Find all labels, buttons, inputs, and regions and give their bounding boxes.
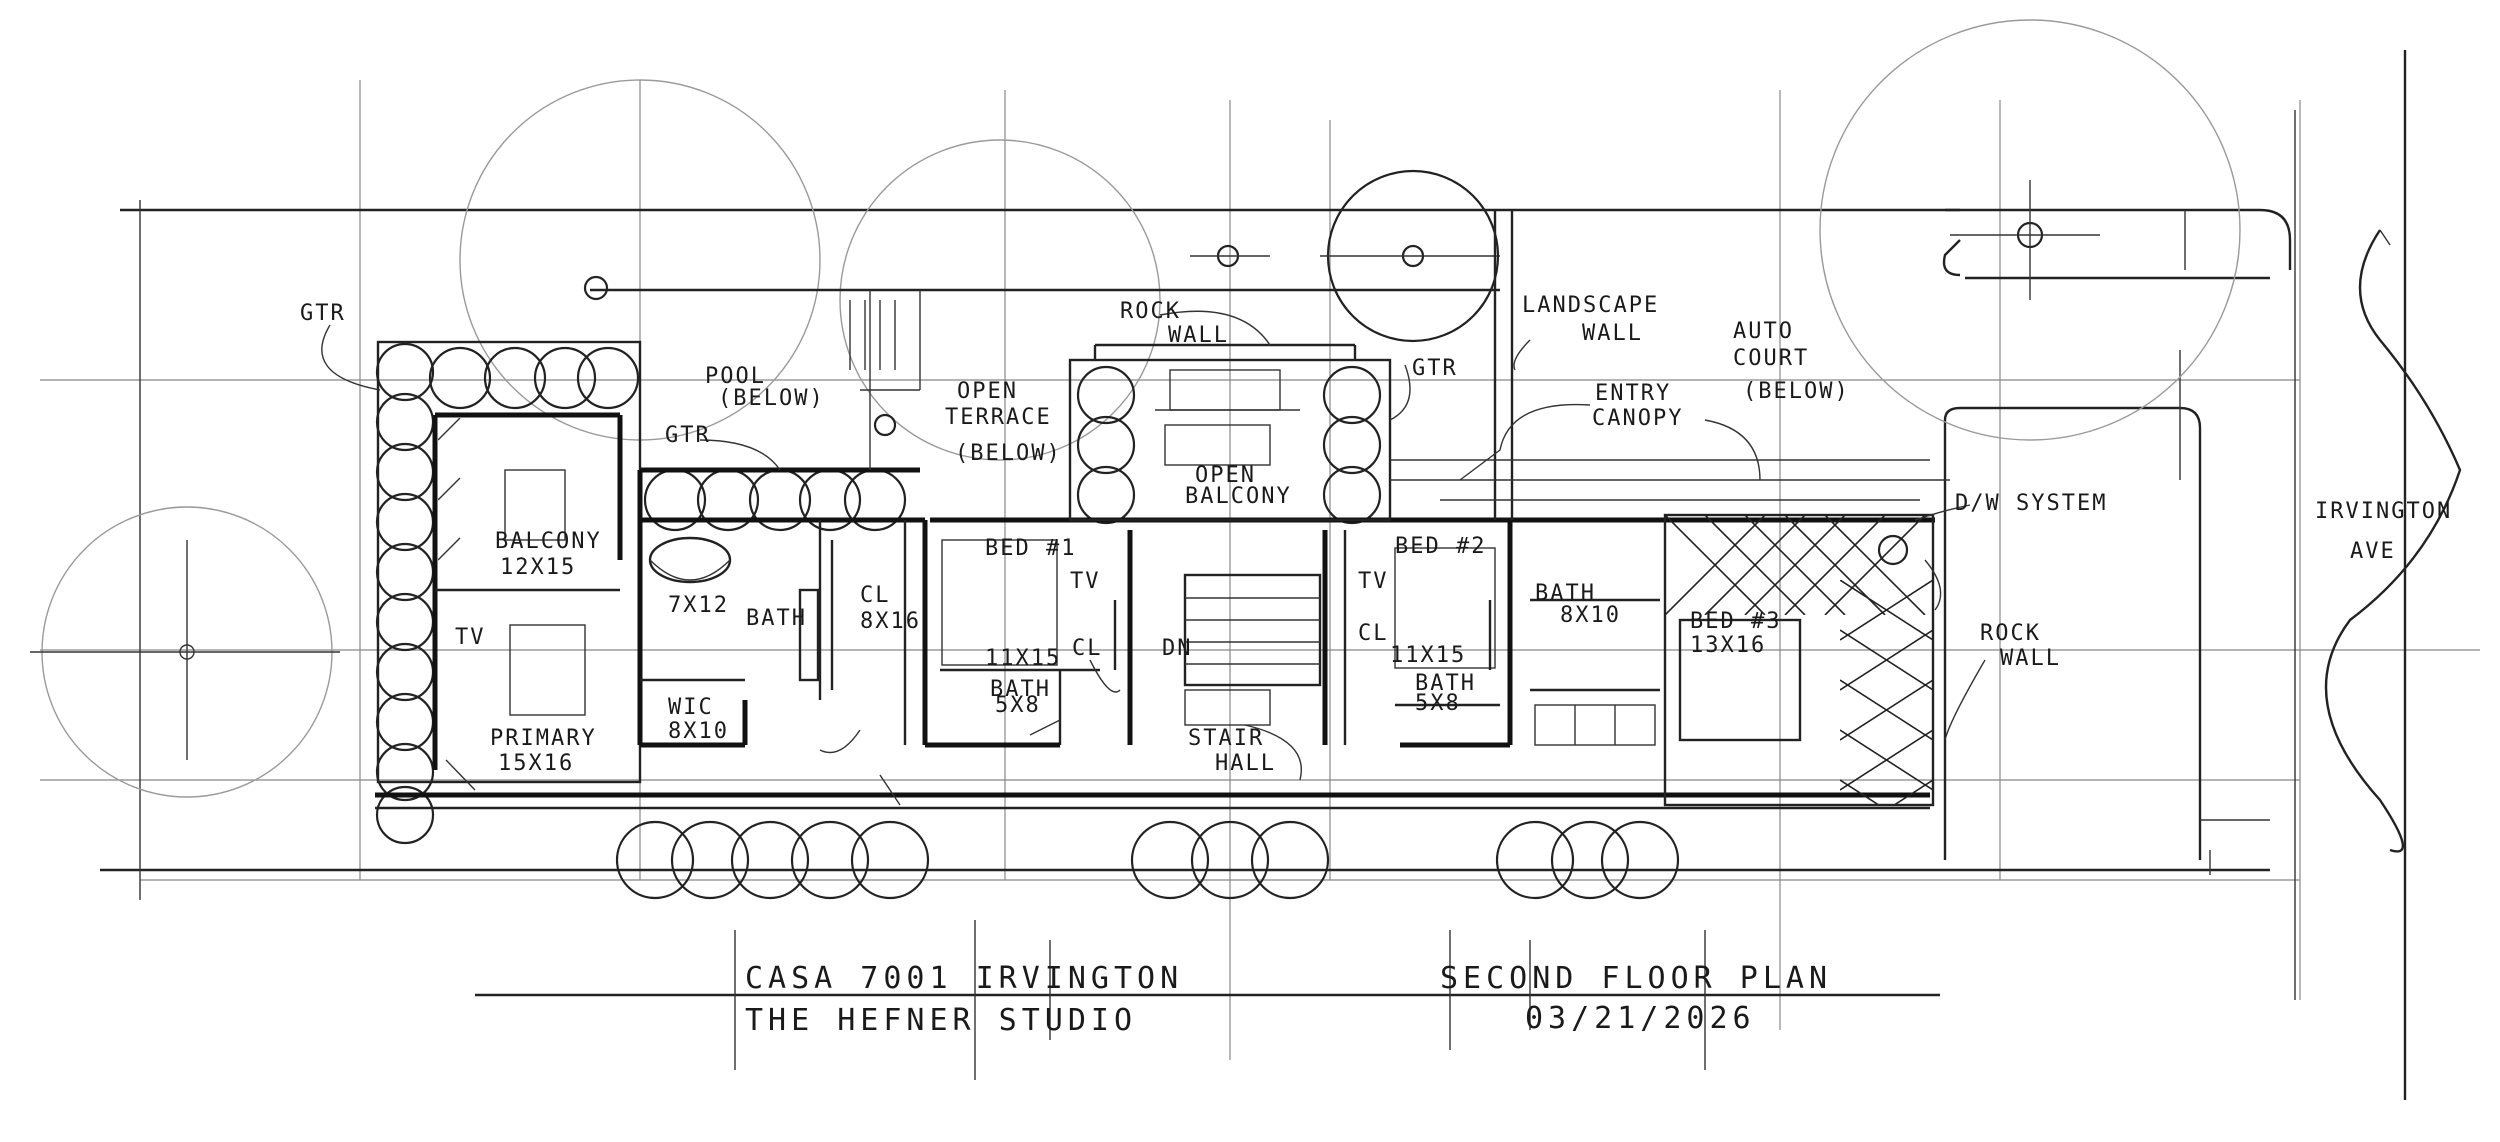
tree-canopies [30, 19, 2241, 798]
label-bed2: BED #2 [1395, 534, 1486, 559]
label-pool: POOL [705, 364, 766, 389]
drawing-title: SECOND FLOOR PLAN [1440, 961, 1832, 996]
label-primary-size: 15X16 [498, 751, 574, 776]
label-irvington-2: AVE [2350, 539, 2396, 564]
label-tv-primary: TV [455, 625, 486, 650]
label-rock-wall-right: ROCK [1980, 621, 2041, 646]
label-gtr-left: GTR [300, 301, 346, 326]
label-balcony: BALCONY [495, 529, 602, 554]
building-walls [375, 210, 1950, 810]
label-bath-3: BATH [1535, 581, 1596, 606]
label-dn: DN [1162, 636, 1193, 661]
hatch-patterns [438, 418, 1933, 805]
label-auto-court: AUTO [1733, 319, 1794, 344]
label-stair-hall-2: HALL [1215, 751, 1276, 776]
label-bath-bed2-size: 5X8 [1415, 691, 1461, 716]
annotations: GTR BALCONY 12X15 POOL (BELOW) GTR TV PR… [300, 293, 2452, 776]
label-open-balcony: OPEN [1195, 463, 1256, 488]
label-bed3-size: 13X16 [1690, 633, 1766, 658]
label-entry-canopy: ENTRY [1595, 381, 1671, 406]
site-boundary [100, 50, 2407, 1100]
label-rock-wall-top-2: WALL [1168, 323, 1229, 348]
drawing-date: 03/21/2026 [1525, 1001, 1756, 1036]
label-wic: WIC [668, 695, 714, 720]
project-title: CASA 7001 IRVINGTON [745, 961, 1183, 996]
label-balcony-size: 12X15 [500, 555, 576, 580]
label-bath-primary-size: 7X12 [668, 593, 729, 618]
tree-right-large [1819, 19, 2241, 441]
label-wic-size: 8X10 [668, 719, 729, 744]
label-bed1-size: 11X15 [985, 646, 1061, 671]
label-auto-court-below: (BELOW) [1743, 379, 1850, 404]
label-open-balcony-2: BALCONY [1185, 484, 1292, 509]
label-rock-wall-right-2: WALL [2000, 646, 2061, 671]
label-tv-bed2: TV [1358, 569, 1389, 594]
label-cl-bed2: CL [1358, 621, 1389, 646]
label-irvington: IRVINGTON [2315, 499, 2452, 524]
label-bed3: BED #3 [1690, 609, 1781, 634]
label-entry-canopy-2: CANOPY [1592, 406, 1683, 431]
label-gtr-mid: GTR [1412, 356, 1458, 381]
label-bath-bed1-size: 5X8 [995, 693, 1041, 718]
title-block-rules [475, 920, 1940, 1080]
label-bed2-size: 11X15 [1390, 643, 1466, 668]
label-open-terrace: OPEN [957, 379, 1018, 404]
label-open-terrace-below: (BELOW) [955, 441, 1062, 466]
label-cl-bed1: CL [1072, 636, 1103, 661]
label-landscape-wall-2: WALL [1582, 321, 1643, 346]
label-bed1: BED #1 [985, 536, 1076, 561]
label-stair-hall: STAIR [1188, 726, 1264, 751]
label-bath-primary: BATH [746, 606, 807, 631]
label-landscape-wall: LANDSCAPE [1522, 293, 1659, 318]
label-rock-wall-top: ROCK [1120, 299, 1181, 324]
label-dw-system: D/W SYSTEM [1955, 491, 2107, 516]
label-pool-below: (BELOW) [718, 386, 825, 411]
label-closet-primary: CL [860, 583, 891, 608]
label-tv-bed1: TV [1070, 569, 1101, 594]
label-auto-court-2: COURT [1733, 346, 1809, 371]
label-bath-3-size: 8X10 [1560, 603, 1621, 628]
label-bath-bed2: BATH [1415, 671, 1476, 696]
label-primary: PRIMARY [490, 726, 597, 751]
label-gtr-pool: GTR [665, 423, 711, 448]
label-open-terrace-2: TERRACE [945, 405, 1052, 430]
construction-grid [40, 80, 2480, 1060]
studio-name: THE HEFNER STUDIO [745, 1003, 1137, 1038]
title-block: CASA 7001 IRVINGTON THE HEFNER STUDIO SE… [745, 961, 1832, 1038]
label-bath-bed1: BATH [990, 677, 1051, 702]
label-closet-primary-size: 8X16 [860, 609, 921, 634]
leader-arrows [321, 229, 2462, 853]
